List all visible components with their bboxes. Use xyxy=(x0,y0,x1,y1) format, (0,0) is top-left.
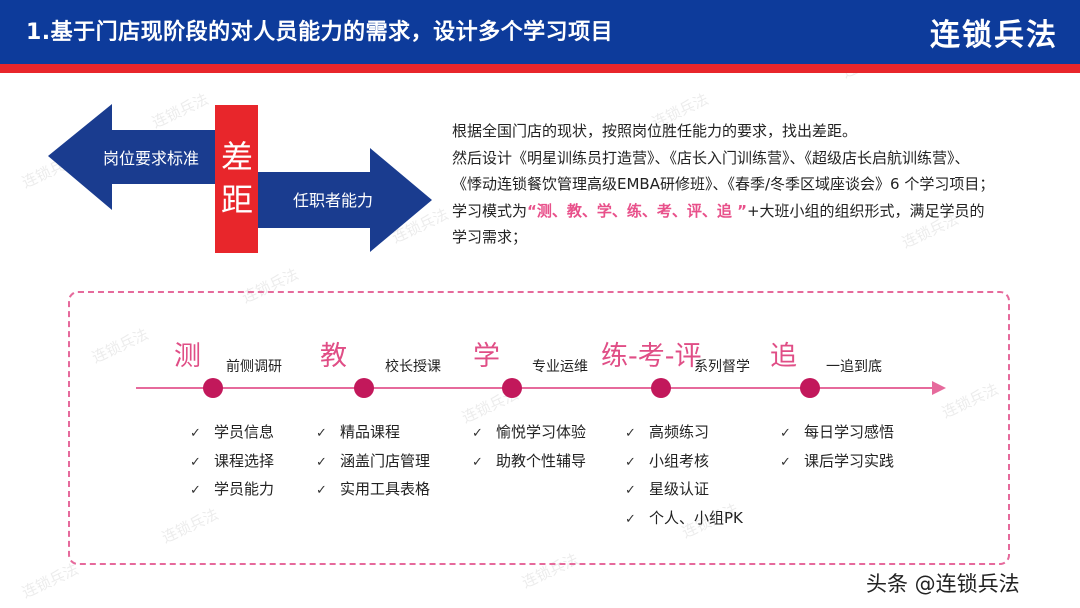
description-prefix: 学习模式为 xyxy=(452,201,528,220)
list-item: ✓课后学习实践 xyxy=(780,447,894,476)
left-arrow xyxy=(48,104,230,210)
description-suffix: +大班小组的组织形式，满足学员的 xyxy=(746,201,985,220)
page-title: 1.基于门店现阶段的对人员能力的需求，设计多个学习项目 xyxy=(26,20,614,45)
stage-checklist: ✓学员信息 ✓课程选择 ✓学员能力 xyxy=(190,418,274,504)
stage-subtitle: 系列督学 xyxy=(694,359,750,375)
list-item: ✓学员能力 xyxy=(190,475,274,504)
stage-title: 学 xyxy=(473,341,500,372)
stage-subtitle: 一追到底 xyxy=(826,359,882,375)
description-line: 学习模式为“测、教、学、练、考、评、追 ”+大班小组的组织形式，满足学员的 xyxy=(452,198,1052,225)
stage-subtitle: 校长授课 xyxy=(385,359,441,375)
list-item: ✓个人、小组PK xyxy=(625,504,743,533)
learning-mode-highlight: “测、教、学、练、考、评、追 ” xyxy=(527,201,747,220)
description-line: 然后设计《明星训练员打造营》、《店长入门训练营》、《超级店长启航训练营》、 xyxy=(452,148,970,167)
gap-block xyxy=(215,105,258,253)
description-line: 《悸动连锁餐饮管理高级EMBA研修班》、《春季/冬季区域座谈会》6 个学习项目； xyxy=(452,175,995,193)
list-item: ✓星级认证 xyxy=(625,475,743,504)
left-arrow-label: 岗位要求标准 xyxy=(103,149,199,168)
watermark: 连锁兵法 xyxy=(19,560,82,602)
list-item: ✓课程选择 xyxy=(190,447,274,476)
stage-checklist: ✓精品课程 ✓涵盖门店管理 ✓实用工具表格 xyxy=(316,418,430,504)
check-icon: ✓ xyxy=(780,426,791,441)
brand-logo: 连锁兵法 xyxy=(930,18,1058,53)
stage-title: 教 xyxy=(320,341,347,372)
right-arrow-label: 任职者能力 xyxy=(293,191,373,210)
header-stripe xyxy=(0,64,1080,73)
stage-checklist: ✓高频练习 ✓小组考核 ✓星级认证 ✓个人、小组PK xyxy=(625,418,743,532)
list-item: ✓助教个性辅导 xyxy=(472,447,586,476)
list-item: ✓高频练习 xyxy=(625,418,743,447)
learning-process-panel xyxy=(68,291,1010,565)
check-icon: ✓ xyxy=(316,454,327,470)
check-icon: ✓ xyxy=(625,426,636,441)
stage-checklist: ✓每日学习感悟 ✓课后学习实践 xyxy=(780,418,894,475)
check-icon: ✓ xyxy=(625,483,636,498)
check-icon: ✓ xyxy=(780,454,791,470)
description-text: 根据全国门店的现状，按照岗位胜任能力的要求，找出差距。 然后设计《明星训练员打造… xyxy=(452,118,1052,251)
check-icon: ✓ xyxy=(625,454,636,470)
check-icon: ✓ xyxy=(190,483,201,498)
stage-subtitle: 专业运维 xyxy=(532,359,588,375)
list-item: ✓涵盖门店管理 xyxy=(316,447,430,476)
description-line: 学习需求； xyxy=(452,228,528,246)
stage-title: 测 xyxy=(174,341,201,372)
check-icon: ✓ xyxy=(472,426,483,441)
header-bar: 1.基于门店现阶段的对人员能力的需求，设计多个学习项目 连锁兵法 xyxy=(0,0,1080,64)
list-item: ✓精品课程 xyxy=(316,418,430,447)
right-arrow xyxy=(250,148,432,252)
list-item: ✓实用工具表格 xyxy=(316,475,430,504)
gap-diagram: 岗位要求标准 任职者能力 差 距 xyxy=(48,104,432,253)
check-icon: ✓ xyxy=(472,454,483,470)
stage-checklist: ✓愉悦学习体验 ✓助教个性辅导 xyxy=(472,418,586,475)
check-icon: ✓ xyxy=(316,426,327,441)
footer-watermark: 头条 @连锁兵法 xyxy=(866,572,1020,596)
gap-char-top: 差 xyxy=(221,138,253,176)
stage-title: 追 xyxy=(770,341,797,372)
check-icon: ✓ xyxy=(190,426,201,441)
description-line: 根据全国门店的现状，按照岗位胜任能力的要求，找出差距。 xyxy=(452,122,858,140)
gap-char-bottom: 距 xyxy=(221,181,253,219)
list-item: ✓小组考核 xyxy=(625,447,743,476)
stage-title: 练-考-评 xyxy=(601,341,702,372)
check-icon: ✓ xyxy=(190,454,201,470)
check-icon: ✓ xyxy=(625,511,636,527)
list-item: ✓愉悦学习体验 xyxy=(472,418,586,447)
list-item: ✓学员信息 xyxy=(190,418,274,447)
check-icon: ✓ xyxy=(316,483,327,498)
stage-subtitle: 前侧调研 xyxy=(226,359,282,375)
list-item: ✓每日学习感悟 xyxy=(780,418,894,447)
